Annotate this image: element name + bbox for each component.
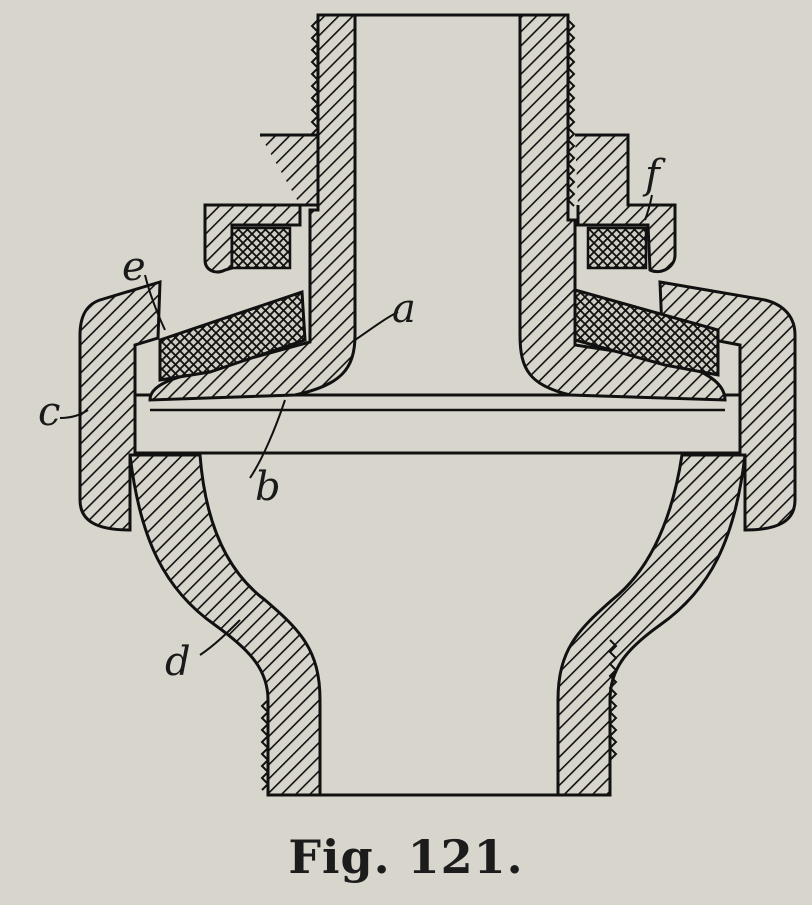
packing-right [573,288,720,377]
lower-thread-left [260,699,270,791]
leader-f [644,194,653,221]
washer-plate [133,393,742,455]
packing-left [158,289,307,382]
leader-a [354,311,399,341]
lower-housing-right [556,453,747,797]
leader-d [199,619,241,656]
gland-nut-right [575,133,677,274]
lower-housing-left [128,453,322,797]
label-c: c [38,389,60,435]
label-a: a [392,286,416,332]
label-b: b [255,464,281,510]
cap-nut-right [658,280,797,532]
label-f: f [642,152,666,198]
pipe-coupling-cross-section: a b c d e f [38,13,797,797]
lower-thread-right [608,639,618,761]
leader-b [249,399,286,479]
label-d: d [165,639,191,685]
leader-c [59,409,89,419]
cap-nut-left [78,279,162,532]
label-e: e [122,244,146,290]
gland-packing-right [586,226,648,270]
upper-thread-right [566,19,576,207]
figure-caption: Fig. 121. [288,830,524,884]
gland-packing-left [230,226,292,270]
leader-e [144,274,166,331]
